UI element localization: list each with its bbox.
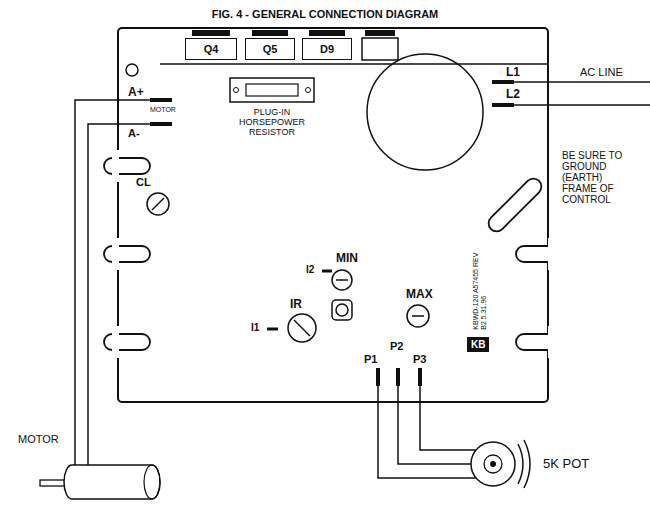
terminal-label: L1 [506, 66, 520, 79]
rotation-arcs [518, 440, 530, 488]
pot-wire [378, 386, 476, 478]
jumper-label: I1 [251, 322, 259, 333]
terminal-label: A+ [128, 86, 144, 99]
trimpot-label: CL [136, 176, 151, 188]
potentiometer: 5K POT [468, 438, 528, 490]
motor-symbol [40, 455, 170, 503]
ac-wire [514, 104, 650, 106]
jumper-tick [322, 270, 332, 273]
transistor-box: Q5 [245, 38, 295, 60]
pot-label: 5K POT [543, 456, 589, 471]
trimpot-label: MIN [336, 252, 358, 265]
pot-wire [420, 386, 476, 450]
board-marking: KBWD-120 A57455 REV B2 5.31.96 [472, 250, 487, 330]
horsepower-resistor: PLUG-IN HORSEPOWER RESISTOR [222, 76, 322, 138]
diode-box: D9 [302, 38, 352, 60]
pin-label: P3 [413, 353, 426, 365]
jumper-tick [267, 328, 278, 331]
resistor-symbol [222, 76, 322, 104]
terminal-l2 [492, 103, 514, 107]
diagonal-slot [485, 175, 544, 234]
transistor-box: Q4 [185, 38, 237, 60]
wire-label: AC LINE [580, 66, 623, 78]
trimpot-label: MAX [406, 288, 433, 301]
terminal-group-label: MOTOR [150, 106, 176, 114]
terminal-label: A- [128, 127, 140, 139]
logo: KB [467, 337, 489, 352]
component-label: D9 [320, 43, 334, 55]
motor: MOTOR [40, 455, 170, 503]
pin-label: P2 [390, 340, 403, 352]
component-label: Q4 [204, 43, 219, 55]
ground-note: BE SURE TO GROUND (EARTH) FRAME OF CONTR… [562, 150, 626, 205]
terminal-a-plus [150, 98, 172, 102]
motor-wire [75, 100, 150, 465]
mounting-slots [104, 158, 562, 350]
board-outline [118, 28, 548, 402]
terminal-a-minus [150, 122, 172, 126]
pot-symbol [468, 438, 528, 490]
capacitor [367, 54, 483, 170]
ac-wire [514, 81, 650, 83]
motor-wire [88, 124, 150, 465]
pot-wire [398, 386, 471, 464]
trimpots [147, 193, 429, 342]
component-label: Q5 [263, 43, 278, 55]
screw [126, 64, 138, 76]
resistor-label: PLUG-IN HORSEPOWER RESISTOR [237, 108, 307, 138]
terminal-l1 [492, 80, 514, 84]
pin-label: P1 [364, 353, 377, 365]
motor-label: MOTOR [18, 433, 59, 445]
figure-title: FIG. 4 - GENERAL CONNECTION DIAGRAM [0, 8, 650, 20]
jumper-label: I2 [306, 264, 314, 275]
rail-line [160, 63, 548, 65]
pot-pins [376, 368, 422, 386]
device-tabs [192, 30, 395, 36]
device-box [362, 38, 398, 60]
terminal-label: L2 [506, 88, 520, 101]
trimpot-label: IR [290, 298, 302, 311]
